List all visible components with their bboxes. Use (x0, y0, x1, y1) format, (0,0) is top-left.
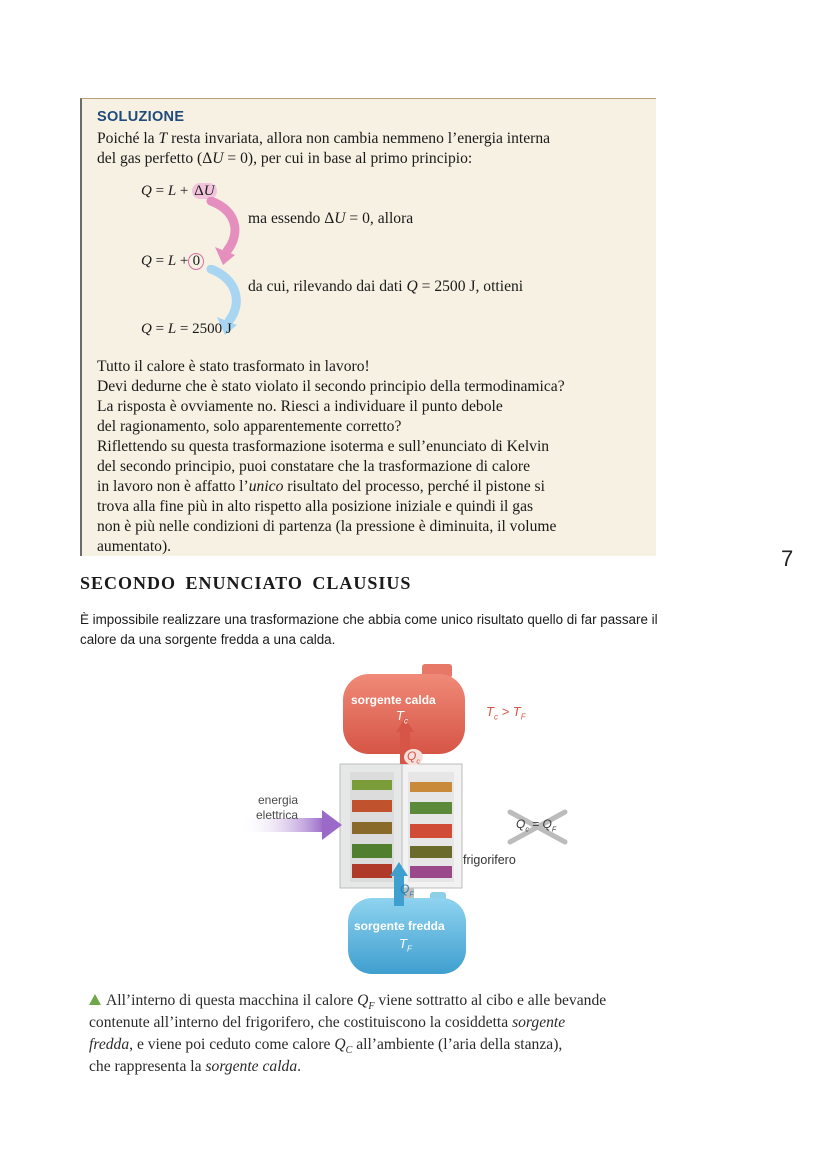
temperature-condition: Tc > TF (486, 704, 526, 722)
solution-paragraph-line-10: aumentato). (97, 538, 172, 555)
solution-box: SOLUZIONE Poiché la T resta invariata, a… (80, 98, 656, 556)
crossed-out-icon (507, 809, 568, 845)
green-triangle-icon (89, 994, 101, 1005)
pink-curved-arrow-icon (206, 197, 240, 265)
heat-out-arrow-icon (396, 718, 414, 764)
statement-line-1: È impossibile realizzare una trasformazi… (80, 612, 658, 627)
heat-in-label: QF (400, 882, 414, 899)
solution-paragraph-line-9: non è più nelle condizioni di partenza (… (97, 518, 557, 535)
heat-out-label: Qc (404, 749, 423, 766)
refrigerator-label: frigorifero (463, 853, 516, 867)
blue-curved-arrow-icon (206, 265, 241, 335)
solution-paragraph-line-2: Devi dedurne che è stato violato il seco… (97, 378, 565, 395)
solution-paragraph-line-1: Tutto il calore è stato trasformato in l… (97, 358, 370, 375)
cold-source-label: sorgente fredda (354, 919, 445, 933)
solution-note-2: da cui, rilevando dai dati Q = 2500 J, o… (248, 278, 524, 295)
refrigerator-illustration (339, 763, 463, 889)
caption-line-3: fredda, e viene poi ceduto come calore Q… (89, 1036, 563, 1057)
solution-paragraph-line-3: La risposta è ovviamente no. Riesci a in… (97, 398, 503, 415)
equation-2: Q = L +0 (141, 253, 205, 270)
solution-paragraph-line-7: in lavoro non è affatto l’unico risultat… (97, 478, 545, 495)
heat-in-arrow-icon (390, 862, 408, 906)
caption-line-4: che rappresenta la sorgente calda. (89, 1058, 302, 1075)
cold-temp-label: TF (399, 936, 412, 954)
solution-intro-line-2: del gas perfetto (ΔU = 0), per cui in ba… (97, 150, 473, 167)
solution-paragraph-line-8: trova alla fine più in alto rispetto all… (97, 498, 534, 515)
solution-heading: SOLUZIONE (97, 109, 185, 125)
solution-paragraph-line-6: del secondo principio, puoi constatare c… (97, 458, 530, 475)
crossed-equation: Qc = QF (516, 817, 557, 834)
energy-label-line-1: energia (258, 793, 299, 807)
hot-source-label: sorgente calda (351, 693, 436, 707)
cold-source-tank (348, 898, 466, 974)
electric-energy-arrow-icon (240, 810, 342, 840)
statement-line-2: calore da una sorgente fredda a una cald… (80, 632, 336, 647)
caption-line-1: All’interno di questa macchina il calore… (89, 990, 606, 1017)
solution-paragraph-line-5: Riflettendo su questa trasformazione iso… (97, 438, 550, 455)
solution-paragraph-line-4: del ragionamento, solo apparentemente co… (97, 418, 402, 435)
equation-3: Q = L = 2500 J (141, 321, 232, 337)
solution-note-1: ma essendo ΔU = 0, allora (248, 210, 414, 227)
energy-label-line-2: elettrica (256, 808, 299, 822)
caption-line-2: contenute all’interno del frigorifero, c… (89, 1014, 566, 1031)
hot-temp-label: Tc (396, 708, 408, 726)
hot-source-tank (343, 664, 465, 754)
solution-intro-line-1: Poiché la T resta invariata, allora non … (97, 130, 551, 147)
page-number: 7 (781, 546, 794, 571)
equation-1: Q = L + ΔU (141, 183, 217, 199)
refrigerator-diagram: sorgente calda Tc Tc > TF Qc energia ele… (240, 660, 590, 985)
section-title: SECONDO ENUNCIATO CLAUSIUS (80, 573, 412, 593)
